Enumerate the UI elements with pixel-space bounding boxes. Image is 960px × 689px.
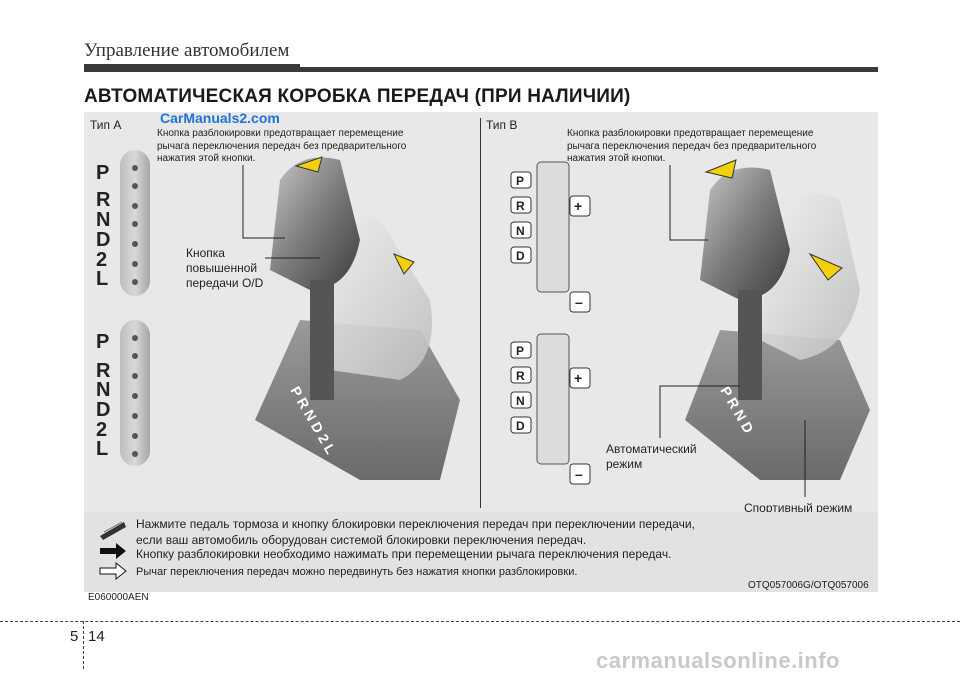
gear-letter: R	[96, 189, 111, 211]
figure-code-right: OTQ057006G/OTQ057006	[748, 580, 869, 591]
gear-letter: D	[516, 249, 525, 263]
section-rule	[84, 67, 878, 72]
watermark-carmanuals2: CarManuals2.com	[160, 110, 280, 126]
gear-letter: P	[96, 331, 109, 353]
push-arrow-icon	[392, 253, 415, 275]
type-b-release-note: Кнопка разблокировки предотвращает перем…	[567, 128, 816, 166]
legend-line-4: Рычаг переключения передач можно передви…	[136, 566, 578, 578]
auto-mode-leader-line	[659, 385, 740, 438]
type-b-note-line-3: нажатия этой кнопки.	[567, 153, 666, 164]
gear-letter: D	[96, 229, 110, 251]
type-b-note-line-2: рычага переключения передач без предвари…	[567, 140, 817, 152]
gear-letter: 2	[96, 419, 107, 441]
section-rule-accent	[84, 64, 300, 71]
gear-letter: R	[516, 199, 525, 213]
type-a-release-leader-line	[242, 165, 285, 239]
type-b-release-leader-line	[669, 165, 708, 241]
sport-mode-callout: Спортивный режим	[744, 501, 853, 515]
legend-line-2: если ваш автомобиль оборудован системой …	[136, 533, 587, 547]
type-b-gate-bottom: P R N D + –	[510, 333, 591, 485]
push-arrow-icon	[808, 252, 843, 281]
auto-mode-line-1: Автоматический	[606, 442, 697, 456]
watermark-carmanualsonline: carmanualsonline.info	[596, 648, 840, 673]
svg-text:–: –	[575, 466, 583, 482]
auto-mode-line-2: режим	[606, 457, 643, 471]
type-a-arrows-bottom	[132, 335, 138, 457]
gear-letter: P	[96, 162, 109, 184]
figure-code-left: E060000AEN	[88, 592, 149, 603]
footer-vertical-dash	[83, 621, 84, 669]
svg-text:+: +	[574, 198, 582, 214]
legend-line-1: Нажмите педаль тормоза и кнопку блокиров…	[136, 517, 695, 531]
type-a-note-line-2: рычага переключения передач без предвари…	[157, 140, 407, 152]
od-callout-line-2: повышенной	[186, 261, 258, 275]
legend-line-3: Кнопку разблокировки необходимо нажимать…	[136, 547, 672, 561]
legend-panel	[84, 512, 878, 592]
auto-mode-callout: Автоматический режим	[606, 442, 697, 472]
release-arrow-icon	[294, 156, 323, 173]
gear-letter: N	[96, 209, 110, 231]
od-button-callout: Кнопка повышенной передачи O/D	[186, 246, 263, 291]
type-a-note-line-3: нажатия этой кнопки.	[157, 153, 256, 164]
type-b-shifter: P R N D	[685, 167, 870, 480]
gear-letter: 2	[96, 249, 107, 271]
gear-letter: D	[516, 419, 525, 433]
page-number: 14	[88, 628, 105, 645]
type-a-arrows-top	[132, 165, 138, 285]
figure-divider	[480, 118, 481, 508]
page-title: АВТОМАТИЧЕСКАЯ КОРОБКА ПЕРЕДАЧ (ПРИ НАЛИ…	[84, 86, 631, 107]
type-a-release-note: Кнопка разблокировки предотвращает перем…	[157, 128, 406, 166]
type-a-label: Тип A	[90, 118, 122, 132]
type-a-shifter: P R N D 2 L	[255, 157, 460, 480]
gear-letter: N	[96, 379, 110, 401]
gear-letter: P	[516, 344, 524, 358]
gear-letter: L	[96, 268, 108, 290]
brake-lock-icon	[100, 521, 126, 540]
gear-letter: R	[516, 369, 525, 383]
gear-letter: D	[96, 399, 110, 421]
solid-arrow-icon	[100, 543, 126, 559]
type-b-note-line-1: Кнопка разблокировки предотвращает перем…	[567, 128, 814, 139]
type-a-note-line-1: Кнопка разблокировки предотвращает перем…	[157, 128, 404, 139]
type-b-gate-top: P R N D + –	[510, 161, 591, 313]
type-a-gear-column-top: P R N D 2 L	[96, 162, 111, 290]
svg-text:–: –	[575, 294, 583, 310]
release-arrow-icon	[704, 159, 737, 179]
gear-letter: N	[516, 394, 525, 408]
chapter-number: 5	[70, 628, 79, 645]
gear-letter: P	[516, 174, 524, 188]
outline-arrow-icon	[99, 561, 127, 581]
svg-text:+: +	[574, 370, 582, 386]
od-callout-line-1: Кнопка	[186, 246, 225, 260]
type-b-label: Тип B	[486, 118, 518, 132]
gear-letter: R	[96, 360, 111, 382]
footer-dashed-line	[0, 621, 960, 622]
gear-letter: N	[516, 224, 525, 238]
od-callout-line-3: передачи O/D	[186, 276, 264, 290]
type-a-gear-column-bottom: P R N D 2 L	[96, 331, 111, 460]
section-title: Управление автомобилем	[84, 40, 290, 61]
gear-letter: L	[96, 438, 108, 460]
